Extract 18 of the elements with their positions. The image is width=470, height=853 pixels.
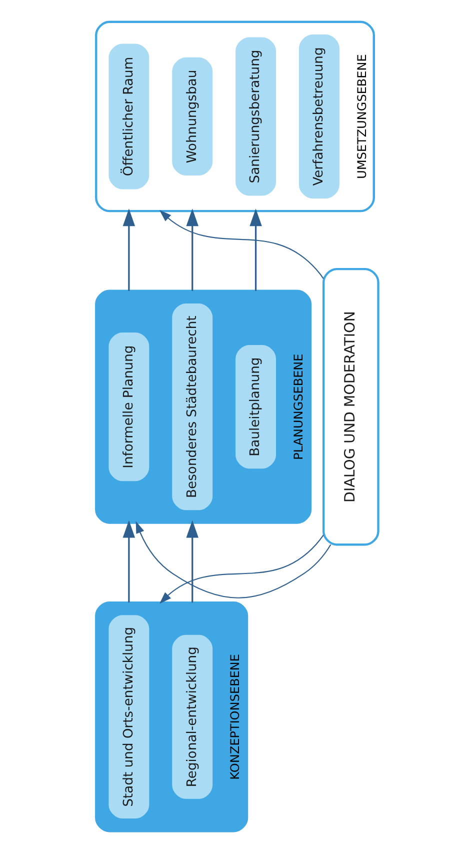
arrow <box>186 208 198 291</box>
node-box: Sanierungsberatung <box>236 37 276 196</box>
node-box: Öffentlicher Raum <box>108 44 150 190</box>
arrow <box>186 520 198 603</box>
node-box: Wohnungsbau <box>172 57 213 176</box>
arrow <box>136 521 332 598</box>
node-box: Besonderes Städtebaurecht <box>172 303 213 510</box>
arrow <box>250 208 262 291</box>
node-box: Bauleitplanung <box>236 345 276 469</box>
node-box: Verfahrensbetreuung <box>298 34 340 198</box>
node-box: Stadt und Orts-entwicklung <box>108 615 150 819</box>
arrow <box>159 534 324 604</box>
arrow <box>159 210 324 279</box>
node-box: DIALOG UND MODERATION <box>322 268 380 546</box>
arrow <box>122 208 136 291</box>
arrow <box>122 520 136 603</box>
node-box: Regional-entwicklung <box>172 634 213 799</box>
node-box: Informelle Planung <box>108 332 150 482</box>
